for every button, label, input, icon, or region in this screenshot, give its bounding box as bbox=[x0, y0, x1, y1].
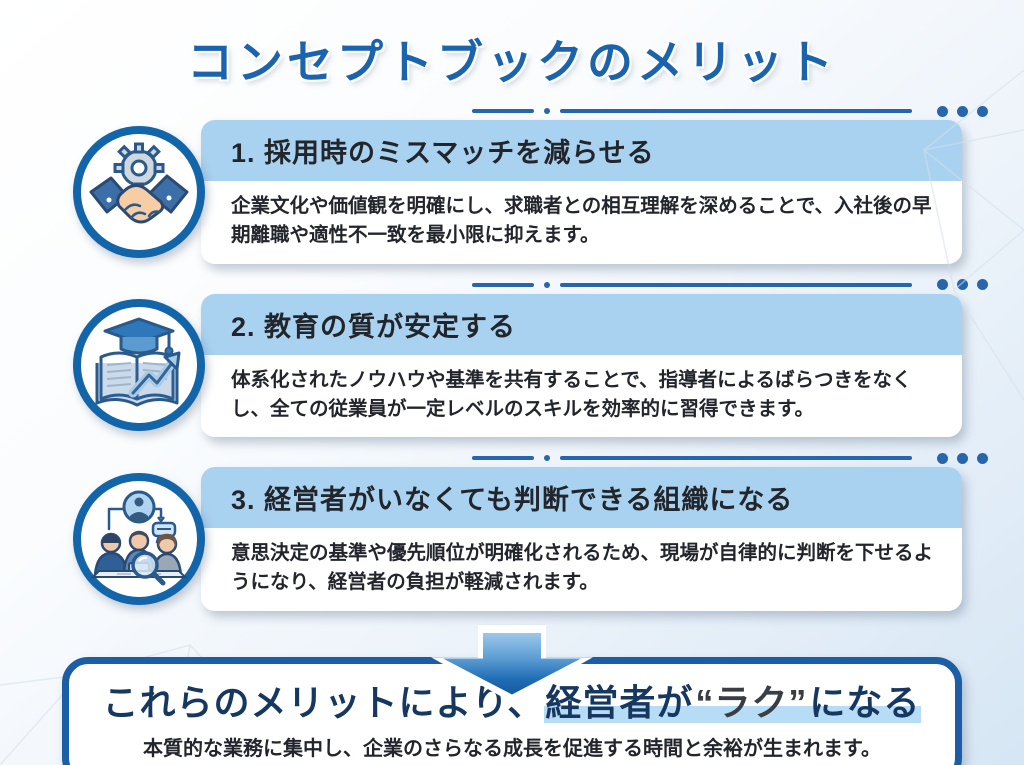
conclusion-highlight-part2: になる bbox=[808, 681, 922, 723]
benefit-title: 3. 経営者がいなくても判断できる組織になる bbox=[201, 467, 962, 528]
benefit-description: 体系化されたノウハウや基準を共有することで、指導者によるばらつきをなくし、全ての… bbox=[201, 354, 962, 437]
benefit-rows: 1. 採用時のミスマッチを減らせる 企業文化や価値観を明確にし、求職者との相互理… bbox=[0, 105, 1024, 611]
book-graduation-growth-icon bbox=[73, 299, 205, 432]
benefit-description: 企業文化や価値観を明確にし、求職者との相互理解を深めることで、入社後の早期離職や… bbox=[201, 181, 962, 264]
growth-arrow bbox=[128, 351, 181, 398]
leader-avatar bbox=[122, 490, 156, 524]
benefit-row-3: 3. 経営者がいなくても判断できる組織になる 意思決定の基準や優先順位が明確化さ… bbox=[0, 452, 1024, 611]
benefit-title: 1. 採用時のミスマッチを減らせる bbox=[201, 120, 962, 181]
benefit-card: 2. 教育の質が安定する 体系化されたノウハウや基準を共有することで、指導者によ… bbox=[201, 293, 962, 437]
conclusion-highlight-quote: “ラク” bbox=[694, 681, 809, 723]
benefit-description: 意思決定の基準や優先順位が明確化されるため、現場が自律的に判断を下せるようになり… bbox=[201, 528, 962, 611]
handshake-gear-icon bbox=[73, 125, 205, 258]
conclusion-subtext: 本質的な業務に集中し、企業のさらなる成長を促進する時間と余裕が生まれます。 bbox=[143, 738, 881, 761]
conclusion-highlight-part1: 経営者が bbox=[544, 681, 695, 723]
benefit-title: 2. 教育の質が安定する bbox=[201, 293, 962, 355]
team-meeting-org-icon bbox=[73, 472, 205, 605]
benefit-row-2: 2. 教育の質が安定する 体系化されたノウハウや基準を共有することで、指導者によ… bbox=[0, 279, 1024, 437]
benefit-card: 1. 採用時のミスマッチを減らせる 企業文化や価値観を明確にし、求職者との相互理… bbox=[201, 120, 962, 264]
benefit-row-1: 1. 採用時のミスマッチを減らせる 企業文化や価値観を明確にし、求職者との相互理… bbox=[0, 105, 1024, 264]
person-left bbox=[93, 532, 129, 576]
benefit-card: 3. 経営者がいなくても判断できる組織になる 意思決定の基準や優先順位が明確化さ… bbox=[201, 467, 962, 611]
hands bbox=[89, 174, 189, 224]
org-lines bbox=[107, 507, 165, 530]
decorative-divider bbox=[0, 452, 988, 464]
person-right bbox=[151, 533, 183, 576]
graduation-cap bbox=[103, 317, 175, 356]
page-title: コンセプトブックのメリット bbox=[187, 36, 837, 88]
down-arrow-icon bbox=[0, 624, 1024, 703]
magnifier bbox=[131, 551, 166, 586]
decorative-divider bbox=[0, 279, 988, 290]
decorative-divider bbox=[0, 105, 988, 117]
